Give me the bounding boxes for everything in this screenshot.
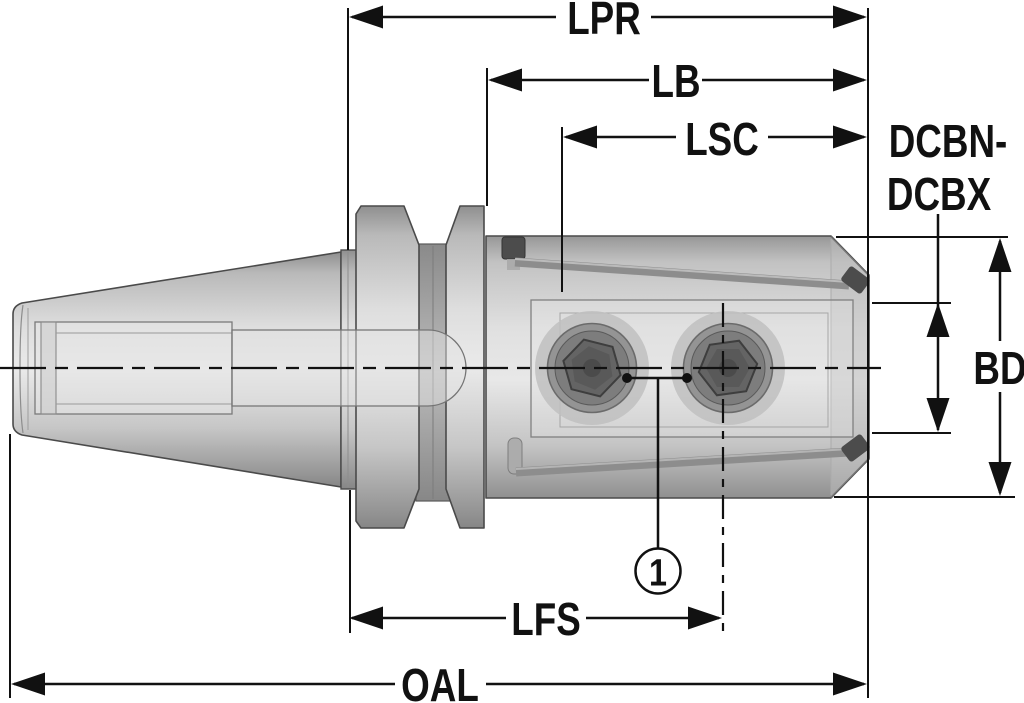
coolant-tube-top-pipe xyxy=(514,257,850,290)
arrow-up-icon xyxy=(988,238,1012,272)
arrow-left-icon xyxy=(349,5,383,29)
callout-circle xyxy=(634,547,682,595)
arrow-left-icon xyxy=(11,672,45,696)
dimension-bd xyxy=(988,238,1012,496)
coolant-pad-bottom xyxy=(841,434,870,462)
arrow-right-icon xyxy=(833,5,867,29)
dimension-label-bd: BD xyxy=(973,342,1024,394)
extension-lines xyxy=(9,8,1015,698)
dimension-lpr xyxy=(349,5,867,29)
arrow-up-icon xyxy=(926,303,950,337)
coolant-port-top xyxy=(501,236,526,260)
dimension-labels: LPR LB LSC DCBN- DCBX BD LFS OAL xyxy=(401,0,1024,703)
dimension-bore-range xyxy=(926,214,950,432)
body-chamfer-edge-bottom xyxy=(830,457,870,498)
coolant-tube-top-highlight xyxy=(514,258,850,283)
dimension-oal xyxy=(11,672,867,696)
hex-socket-shadow xyxy=(583,359,601,377)
callout-balloon-1: 1 xyxy=(622,373,692,595)
dimension-label-lpr: LPR xyxy=(567,0,641,44)
dimension-lb xyxy=(488,68,867,92)
dimension-label-lsc: LSC xyxy=(685,113,759,165)
arrow-left-icon xyxy=(563,125,597,149)
dimension-label-bore-range-line1: DCBN- xyxy=(889,115,1008,167)
arrow-left-icon xyxy=(488,68,522,92)
tool-holder-part xyxy=(12,205,870,529)
coolant-pad-top xyxy=(841,266,870,294)
dimension-label-lfs: LFS xyxy=(511,593,580,645)
body-chamfer-edge-top xyxy=(830,236,870,277)
dimension-label-oal: OAL xyxy=(401,659,479,703)
callout-dot-left xyxy=(622,373,632,383)
arrow-right-icon xyxy=(833,68,867,92)
dimension-label-bore-range-line2: DCBX xyxy=(887,168,991,220)
arrow-left-icon xyxy=(349,606,383,630)
arrow-right-icon xyxy=(688,606,722,630)
coolant-tube-bottom xyxy=(507,434,870,477)
arrow-right-icon xyxy=(833,125,867,149)
coolant-tube-top xyxy=(501,236,870,294)
callout-number: 1 xyxy=(649,552,667,594)
coolant-tube-bottom-pipe xyxy=(515,447,850,477)
coolant-stub-top xyxy=(507,259,520,270)
dimension-lfs xyxy=(349,606,722,630)
coolant-tube-bottom-highlight xyxy=(515,448,850,470)
dimension-lsc xyxy=(563,125,867,149)
arrow-down-icon xyxy=(926,398,950,432)
arrow-down-icon xyxy=(988,462,1012,496)
coolant-stub-bottom xyxy=(507,437,523,475)
callout-dot-right xyxy=(682,373,692,383)
dimension-label-lb: LB xyxy=(651,55,700,107)
arrow-right-icon xyxy=(833,672,867,696)
